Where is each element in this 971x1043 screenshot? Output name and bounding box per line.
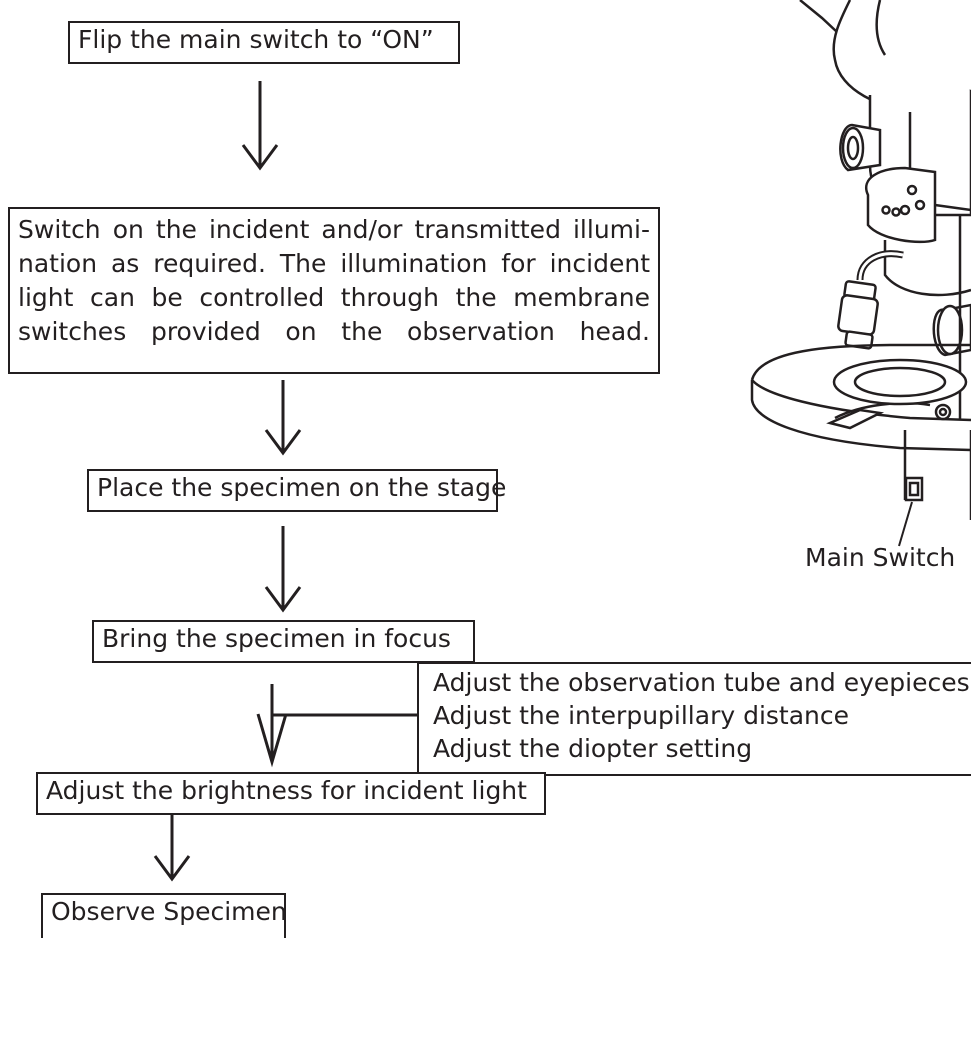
- arrowhead-3: [264, 586, 302, 613]
- step-switch-on-illumination: Switch on the incident and/or transmitte…: [8, 207, 660, 374]
- step-observe-specimen: Observe Specimen: [41, 893, 287, 938]
- para-line-2: nation as required. The illumination for…: [18, 249, 650, 278]
- para-line-3: light can be controlled through the memb…: [18, 283, 650, 312]
- main-switch-label: Main Switch: [805, 543, 956, 572]
- arrowhead-4: [256, 713, 288, 768]
- arrowhead-2: [264, 429, 302, 456]
- arrowhead-1: [241, 144, 279, 171]
- adjustment-notes: Adjust the observation tube and eyepiece…: [417, 662, 971, 776]
- step-flip-main-switch: Flip the main switch to “ON”: [68, 21, 460, 64]
- note-observation-tube: Adjust the observation tube and eyepiece…: [433, 668, 970, 697]
- step-place-specimen: Place the specimen on the stage: [87, 469, 506, 512]
- para-line-1: Switch on the incident and/or transmitte…: [18, 215, 650, 244]
- step-bring-into-focus: Bring the specimen in focus: [92, 620, 475, 663]
- step-adjust-brightness: Adjust the brightness for incident light: [36, 772, 546, 815]
- note-interpupillary: Adjust the interpupillary distance: [433, 701, 850, 730]
- arrowhead-5: [153, 855, 191, 882]
- note-diopter: Adjust the diopter setting: [433, 734, 753, 763]
- para-line-4: switches provided on the observation hea…: [18, 317, 650, 346]
- microscope-illustration: [750, 0, 971, 547]
